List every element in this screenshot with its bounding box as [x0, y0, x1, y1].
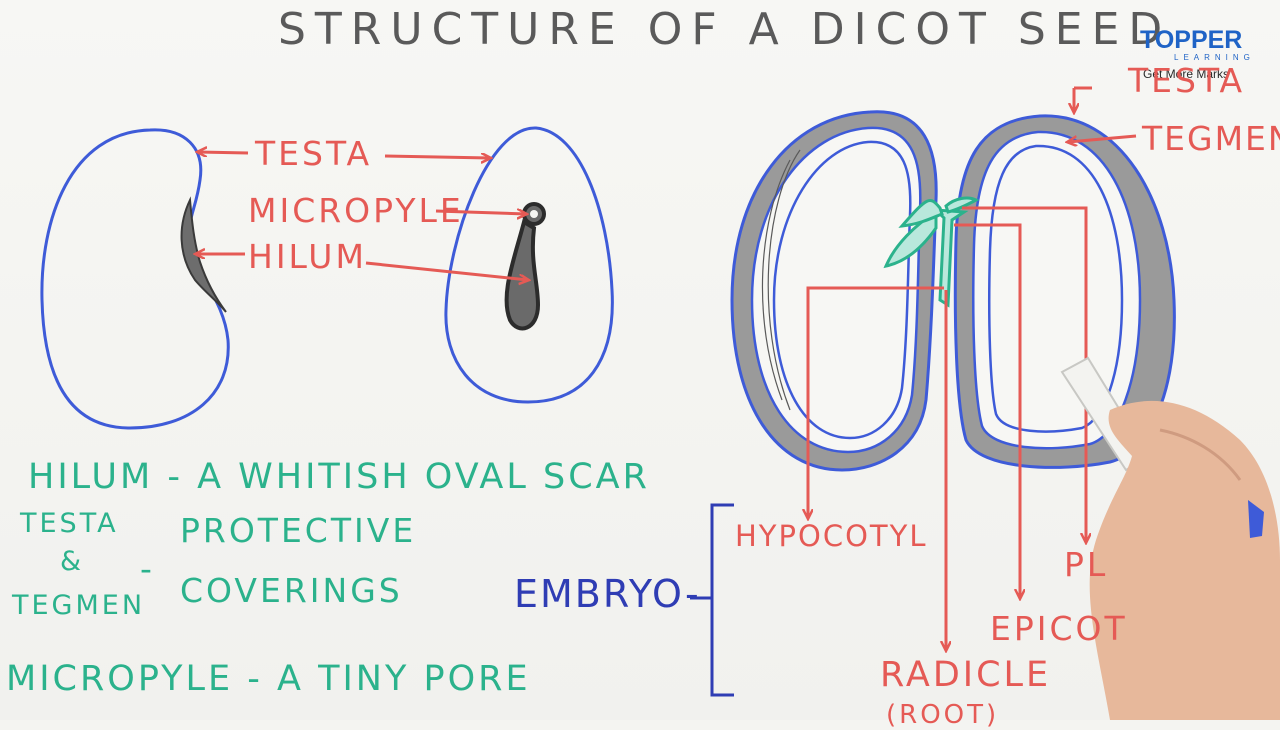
note-coverings: COVERINGS — [180, 571, 403, 610]
presenter-hand — [1060, 356, 1280, 720]
hilum-front — [504, 218, 541, 331]
page-title: STRUCTURE OF A DICOT SEED — [278, 4, 1172, 55]
note-micropyle: MICROPYLE - A TINY PORE — [6, 659, 531, 699]
embryo-bracket — [690, 503, 734, 697]
cotyledon-left — [730, 110, 938, 472]
label-hypocotyl: HYPOCOTYL — [735, 519, 928, 553]
note-and: & — [60, 546, 85, 577]
note-protective: PROTECTIVE — [180, 511, 417, 550]
note-hilum: HILUM - A WHITISH OVAL SCAR — [28, 457, 650, 497]
embryo-axis — [883, 196, 980, 308]
label-root: (ROOT) — [886, 700, 1000, 730]
seed-front-view — [444, 126, 614, 404]
brand-tagline: Get More Marks — [1143, 67, 1230, 81]
label-micropyle: MICROPYLE — [248, 191, 464, 230]
label-testa-left: TESTA — [255, 134, 373, 173]
brand-sub: LEARNING — [1174, 53, 1255, 62]
label-radicle: RADICLE — [880, 655, 1052, 695]
label-tegmen: TEGMEN — [1142, 119, 1280, 158]
label-plumule: PL — [1064, 545, 1109, 584]
note-tegmen: TEGMEN — [12, 590, 146, 621]
hilum-shading — [180, 196, 227, 313]
note-testa: TESTA — [20, 508, 119, 539]
brand-name: TOPPER — [1140, 26, 1243, 54]
note-dash: - — [140, 549, 155, 588]
label-embryo: EMBRYO- — [514, 572, 701, 616]
brand-logo: TOPPER LEARNING Get More Marks — [1140, 26, 1260, 81]
label-testa-right: TESTA — [1128, 61, 1246, 100]
label-epicotyl: EPICOT — [990, 609, 1128, 648]
seed-side-view — [40, 128, 230, 430]
label-hilum: HILUM — [248, 237, 367, 276]
